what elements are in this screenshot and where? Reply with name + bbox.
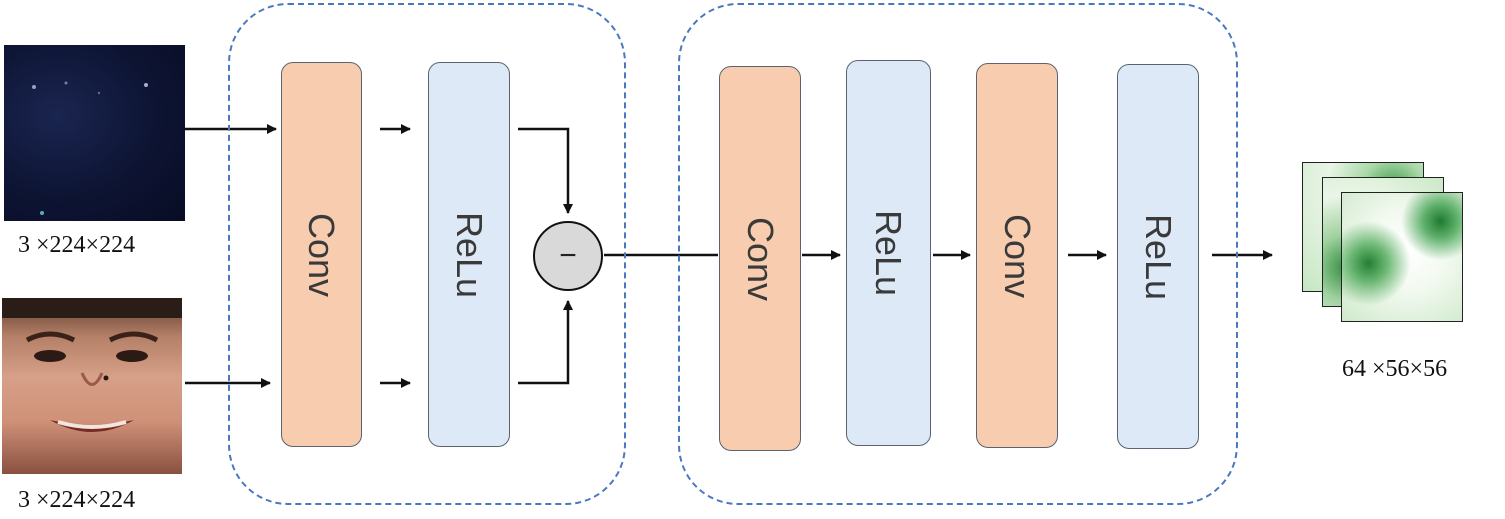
- relu-block-1: ReLu: [846, 60, 931, 446]
- face-frame-caption: 3 ×224×224: [18, 487, 136, 513]
- relu-block-1-label: ReLu: [868, 209, 910, 297]
- relu-block-2: ReLu: [1117, 64, 1199, 449]
- face-frame-image: [2, 298, 182, 474]
- dark-frame-caption: 3 ×224×224: [18, 232, 136, 258]
- arrow-relu-subtract-bottom: [518, 300, 573, 385]
- difference-module-group: [228, 3, 626, 505]
- conv-block-1: Conv: [719, 66, 801, 451]
- relu-block-branch: ReLu: [428, 62, 510, 447]
- arrow-relu-subtract-top: [518, 127, 573, 214]
- feature-map-front: [1341, 192, 1463, 322]
- relu-block-2-label: ReLu: [1138, 213, 1179, 300]
- subtract-operator: −: [533, 221, 603, 291]
- conv-block-2: Conv: [976, 63, 1058, 448]
- output-caption: 64 ×56×56: [1342, 356, 1448, 382]
- dark-frame-speckles: [32, 81, 148, 215]
- conv-block-1-label: Conv: [740, 216, 782, 301]
- relu-block-branch-label: ReLu: [449, 211, 490, 298]
- feature-extractor-group: [678, 3, 1238, 505]
- conv-block-branch: Conv: [281, 62, 362, 447]
- face-sketch-icon: [2, 298, 182, 432]
- minus-icon: −: [559, 239, 577, 272]
- dark-frame-image: [4, 45, 185, 221]
- conv-block-branch-label: Conv: [301, 212, 343, 297]
- conv-block-2-label: Conv: [997, 213, 1039, 298]
